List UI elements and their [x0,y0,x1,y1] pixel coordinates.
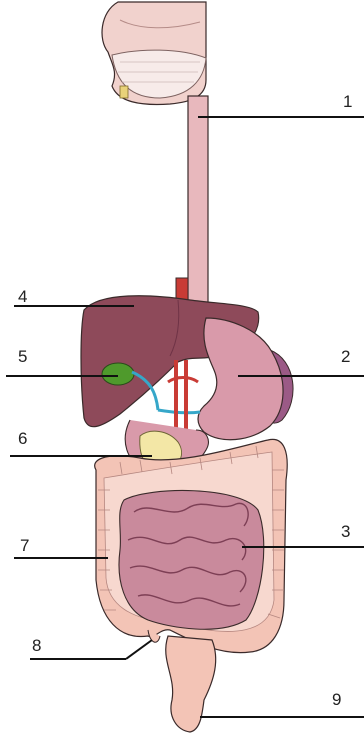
label-3: 3 [341,523,350,540]
gallbladder [102,363,134,385]
label-8: 8 [32,637,41,654]
label-5: 5 [18,348,27,365]
esophagus [188,96,208,306]
stomach [198,318,283,440]
label-2: 2 [341,348,350,365]
leader-line-8-tail [126,640,152,659]
label-4: 4 [18,288,27,305]
label-1: 1 [343,93,352,110]
label-9: 9 [332,691,341,708]
label-7: 7 [20,537,29,554]
label-6: 6 [18,430,27,447]
mouth-region [102,2,206,104]
